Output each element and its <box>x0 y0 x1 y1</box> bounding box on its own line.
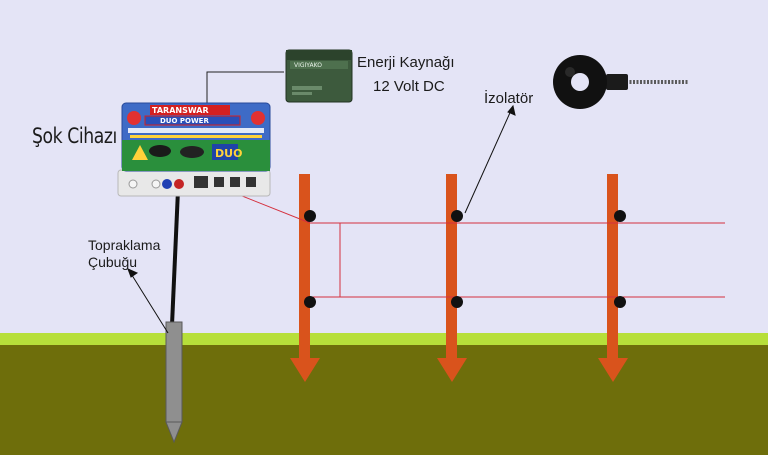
fence-post-2 <box>437 174 467 382</box>
device-brand: TARANSWAR <box>152 106 209 115</box>
fence-post-3 <box>598 174 628 382</box>
energy-source-label: Enerji Kaynağı <box>357 54 455 71</box>
insulator-dots <box>304 210 626 308</box>
shock-device-icon: DUO TARANSWAR DUO POWER <box>117 102 271 197</box>
ground-rod-icon <box>165 189 183 444</box>
device-badge: DUO <box>215 147 242 160</box>
voltage-label: 12 Volt DC <box>373 78 445 95</box>
device-model: DUO POWER <box>160 117 209 125</box>
sky <box>0 0 768 335</box>
ground-rod-label-line1: Topraklama <box>88 237 161 253</box>
device-label: Şok Cihazı <box>32 124 117 148</box>
insulator-label: İzolatör <box>484 90 534 107</box>
pointer-arrows <box>127 104 516 334</box>
ground-rod-label-line2: Çubuğu <box>88 254 138 270</box>
insulator-icon <box>553 55 688 109</box>
battery-brand: VIGIYAKO <box>294 62 322 69</box>
fence-post-1 <box>290 174 320 382</box>
fence-wires <box>221 187 725 298</box>
soil <box>0 345 768 455</box>
grass-strip <box>0 333 768 345</box>
battery-lead <box>206 71 284 105</box>
battery-icon: VIGIYAKO <box>285 49 353 103</box>
